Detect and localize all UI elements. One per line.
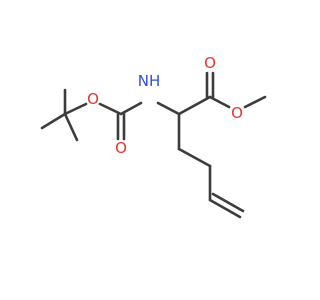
atom-label-o-boc-carbonyl: O [115,139,127,157]
molecule-structure: NH O O O O [40,54,267,219]
atom-label-o-ester-ether: O [231,104,243,122]
bond-o-c-boc [98,102,123,116]
bond-alkene-a [208,198,242,219]
bond-nh-calpha [156,101,181,116]
bond-cester-oether [208,95,231,109]
bond-tbu-right [63,112,79,142]
bond-tbu-left [40,112,67,130]
atom-label-o-boc-ether: O [87,90,99,108]
atom-label-o-ester-carbonyl: O [204,54,216,72]
bond-c-nh [119,101,143,116]
atom-labels: NH O O O O [87,54,243,157]
bond-ch2a-ch2b [177,147,212,168]
bond-calpha-cester [177,95,212,116]
bond-oether-methyl [243,95,267,109]
bond-tbu-o [63,102,88,116]
atom-label-nh: NH [138,72,161,90]
bond-alkene-b [211,192,245,213]
bonds [40,71,267,219]
